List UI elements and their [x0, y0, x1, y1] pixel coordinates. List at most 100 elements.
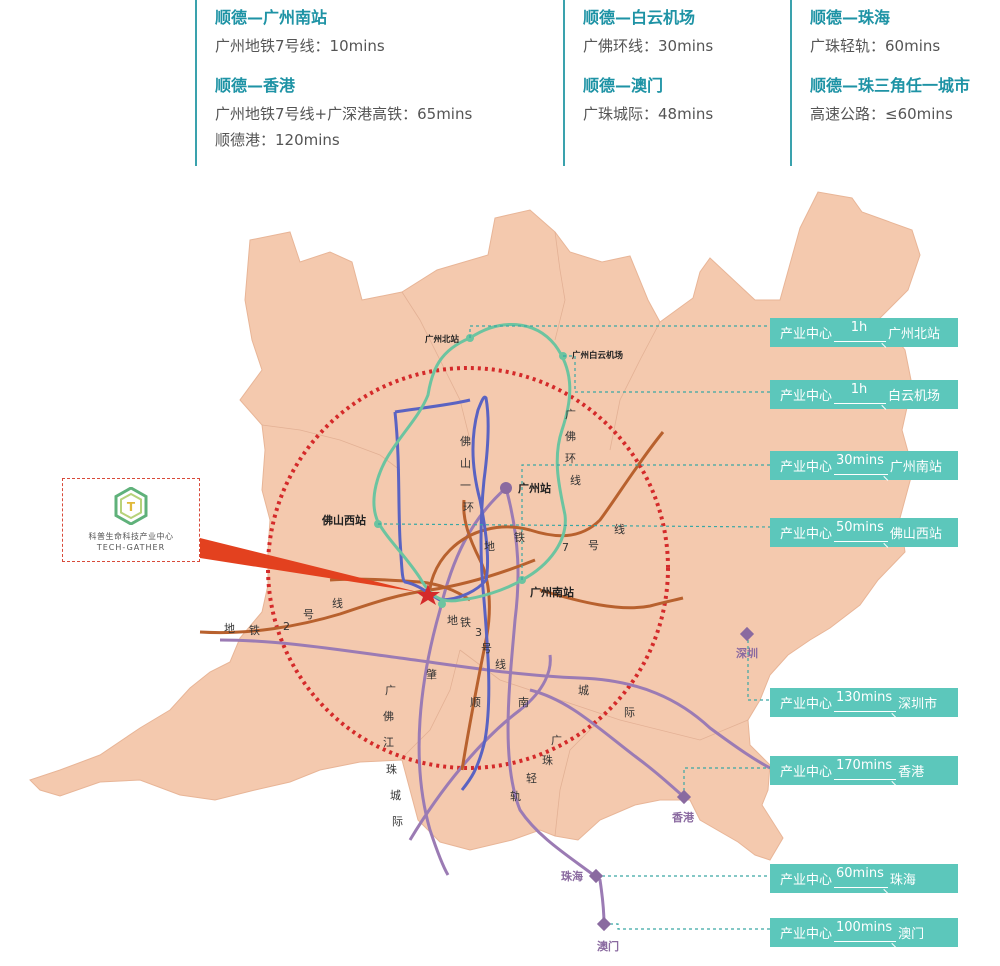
- route-char: 肇: [426, 667, 437, 681]
- route-char: 轨: [510, 789, 521, 803]
- route-char: 7: [562, 541, 569, 554]
- info-title-shunde-macau: 顺德—澳门: [583, 76, 664, 95]
- route-char: 山: [460, 457, 471, 470]
- travel-to: 澳门: [898, 927, 925, 942]
- travel-to: 香港: [898, 765, 925, 780]
- travel-to: 白云机场: [888, 389, 941, 404]
- travel-time: 100mins: [834, 921, 897, 942]
- travel-from: 产业中心: [780, 389, 833, 404]
- metro-line-7: [428, 431, 665, 601]
- leader-lines: [378, 325, 771, 930]
- info-line-guangzhu-intercity: 广珠城际：48mins: [583, 105, 714, 123]
- travel-to: 深圳市: [898, 697, 938, 712]
- info-line-guangzhu-light-rail: 广珠轻轨：60mins: [810, 37, 941, 55]
- guangzhu-light-rail-line: [504, 487, 606, 925]
- route-char: 地: [224, 622, 235, 635]
- route-char: 广: [565, 408, 576, 421]
- tech-gather-logo-icon: T: [114, 486, 148, 526]
- route-char: 轻: [526, 771, 537, 785]
- route-char: 2: [283, 620, 290, 633]
- travel-time: 1h: [834, 383, 887, 404]
- travel-time: 130mins: [834, 691, 897, 712]
- label-gz-north: 广州北站: [425, 334, 460, 345]
- info-line-metro7: 广州地铁7号线：10mins: [215, 37, 385, 55]
- travel-box-zhuhai: 产业中心 60mins 珠海: [770, 864, 958, 893]
- route-char-labels: 广 佛 环 线 佛 山 一 环 地 铁 7 号 线 地 铁 2 号 线 地 铁 …: [224, 408, 635, 828]
- travel-to: 珠海: [889, 873, 916, 888]
- route-char: 地: [447, 614, 458, 627]
- travel-time: 1h: [834, 321, 887, 342]
- site-star-icon: [416, 584, 440, 605]
- route-char: 广: [385, 684, 396, 697]
- label-gz-south: 广州南站: [530, 585, 574, 599]
- route-char: 号: [588, 539, 599, 552]
- travel-to: 广州北站: [888, 327, 941, 342]
- travel-to: 广州南站: [889, 460, 942, 475]
- route-char: 号: [481, 642, 492, 655]
- travel-box-hongkong: 产业中心 170mins 香港: [770, 756, 958, 785]
- travel-time: 170mins: [834, 759, 897, 780]
- info-title-shunde-hongkong: 顺德—香港: [215, 76, 296, 95]
- southeast-purple-line: [529, 688, 685, 799]
- label-macau: 澳门: [597, 939, 619, 953]
- travel-time: 30mins: [834, 454, 888, 475]
- travel-box-gz-north: 产业中心 1h 广州北站: [770, 318, 958, 347]
- route-char: 线: [570, 473, 581, 487]
- info-line-shunde-port: 顺德港：120mins: [215, 131, 340, 149]
- label-gz-airport: 广州白云机场: [572, 350, 624, 361]
- route-char: 铁: [249, 624, 260, 637]
- info-line-metro7-hsr: 广州地铁7号线+广深港高铁：65mins: [215, 105, 473, 123]
- route-char: 地: [484, 540, 495, 553]
- guangfo-ring-line: [372, 322, 572, 603]
- route-char: 际: [392, 815, 403, 828]
- route-char: 江: [383, 736, 394, 749]
- blue-top-link: [394, 398, 471, 414]
- metro-line-east-spur: [539, 588, 684, 610]
- travel-time: 50mins: [834, 521, 888, 542]
- label-zhuhai: 珠海: [561, 869, 583, 883]
- route-char: 铁: [460, 616, 471, 629]
- route-char: 线: [332, 596, 343, 610]
- route-char: 南: [518, 696, 529, 709]
- info-title-shunde-prd: 顺德—珠三角任一城市: [810, 76, 971, 95]
- route-char: 珠: [386, 762, 397, 776]
- travel-time: 60mins: [834, 867, 888, 888]
- route-char: 佛: [460, 435, 471, 448]
- route-char: 城: [390, 789, 401, 802]
- blue-foshan-ring-line: [393, 395, 491, 791]
- zhuhai-marker-icon: [588, 868, 604, 884]
- info-line-highway: 高速公路：≤60mins: [810, 105, 953, 123]
- route-char: 珠: [542, 753, 553, 767]
- travel-from: 产业中心: [780, 873, 833, 888]
- travel-from: 产业中心: [780, 927, 833, 942]
- label-gz-station: 广州站: [518, 481, 551, 495]
- label-foshan-west: 佛山西站: [321, 513, 366, 527]
- route-char: 一: [460, 479, 471, 492]
- svg-text:T: T: [127, 500, 136, 514]
- route-char: 环: [565, 452, 576, 465]
- travel-from: 产业中心: [780, 765, 833, 780]
- logo-callout: T 科普生命科技产业中心 TECH-GATHER: [62, 478, 200, 562]
- info-title-shunde-zhuhai: 顺德—珠海: [810, 8, 891, 27]
- info-col-guangzhou-south: 顺德—广州南站 广州地铁7号线：10mins 顺德—香港 广州地铁7号线+广深港…: [195, 0, 555, 166]
- route-char: 铁: [514, 531, 525, 544]
- route-char: 线: [614, 522, 625, 536]
- route-char: 3: [475, 626, 482, 639]
- travel-to: 佛山西站: [889, 527, 942, 542]
- travel-from: 产业中心: [780, 327, 833, 342]
- guangfojiang-line: [408, 654, 552, 841]
- route-char: 号: [303, 608, 314, 621]
- travel-box-shenzhen: 产业中心 130mins 深圳市: [770, 688, 958, 717]
- travel-from: 产业中心: [780, 697, 833, 712]
- coverage-ring: [266, 366, 670, 770]
- route-char: 线: [495, 657, 506, 671]
- travel-box-gz-south: 产业中心 30mins 广州南站: [770, 451, 958, 480]
- route-char: 际: [624, 706, 635, 719]
- label-hongkong: 香港: [671, 810, 695, 824]
- macau-marker-icon: [596, 916, 612, 932]
- logo-chinese-name: 科普生命科技产业中心: [88, 532, 174, 541]
- travel-box-foshan-west: 产业中心 50mins 佛山西站: [770, 518, 958, 547]
- travel-from: 产业中心: [780, 527, 833, 542]
- info-title-shunde-gz-south: 顺德—广州南站: [215, 8, 328, 27]
